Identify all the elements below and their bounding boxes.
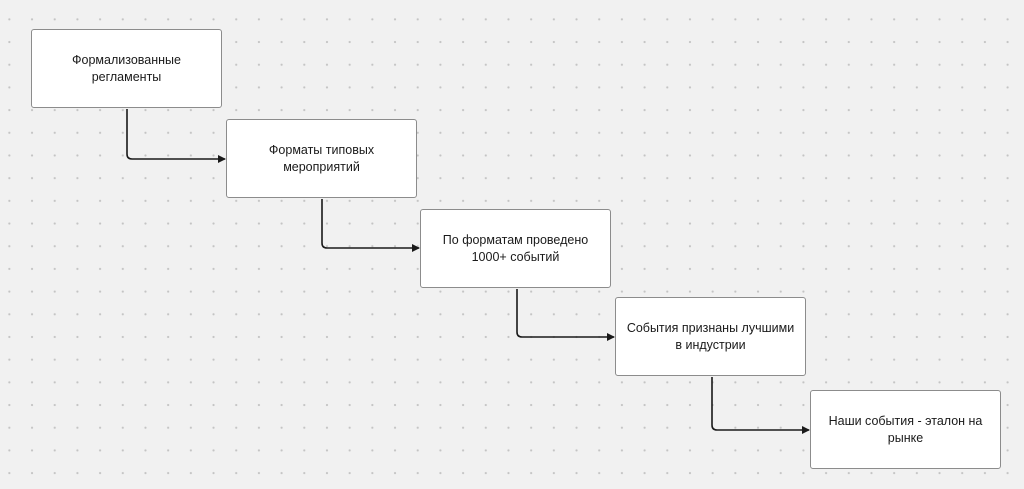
connector-3-4 bbox=[516, 289, 615, 341]
connector-4-5 bbox=[711, 377, 810, 434]
connector-2-3 bbox=[321, 199, 420, 252]
node-events-held[interactable]: По форматам проведено 1000+ событий bbox=[420, 209, 611, 288]
node-event-formats[interactable]: Форматы типовых мероприятий bbox=[226, 119, 417, 198]
node-label: События признаны лучшими в индустрии bbox=[626, 320, 795, 352]
node-label: Форматы типовых мероприятий bbox=[268, 142, 375, 174]
node-label: По форматам проведено 1000+ событий bbox=[442, 232, 589, 264]
node-label: Формализованные регламенты bbox=[72, 52, 181, 84]
connector-1-2 bbox=[126, 109, 226, 163]
node-formalized-regulations[interactable]: Формализованные регламенты bbox=[31, 29, 222, 108]
node-label: Наши события - эталон на рынке bbox=[828, 413, 983, 445]
node-industry-recognition[interactable]: События признаны лучшими в индустрии bbox=[615, 297, 806, 376]
node-market-standard[interactable]: Наши события - эталон на рынке bbox=[810, 390, 1001, 469]
